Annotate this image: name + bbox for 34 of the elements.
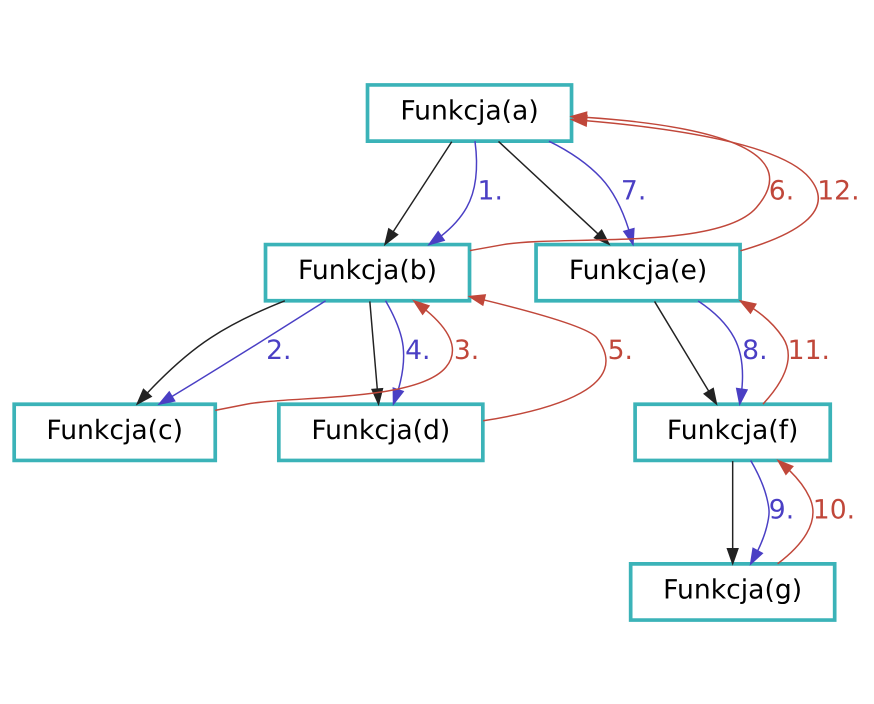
arrow <box>369 300 384 406</box>
edge-label: 2. <box>266 334 292 366</box>
arrow <box>726 460 739 566</box>
edge-label: 4. <box>405 334 430 366</box>
arrow <box>157 300 326 405</box>
edge-label: 10. <box>812 494 856 526</box>
node-box: Funkcja(d) <box>276 402 485 462</box>
arrow <box>738 299 789 404</box>
edge-label: 6. <box>768 174 794 206</box>
arrow <box>384 300 404 406</box>
node-box: Funkcja(f) <box>633 402 832 462</box>
arrow <box>215 299 454 411</box>
node-box: Funkcja(c) <box>12 402 218 462</box>
arrow <box>136 300 286 406</box>
node-box: Funkcja(g) <box>628 562 837 622</box>
arrow <box>654 300 718 406</box>
edge-label: 7. <box>620 174 646 206</box>
arrow <box>467 294 607 422</box>
arrow <box>384 140 452 246</box>
arrow <box>698 300 748 406</box>
arrow <box>750 460 770 566</box>
edge-label: 8. <box>742 334 768 366</box>
arrow <box>427 140 478 246</box>
arrow <box>776 458 814 564</box>
node-box: Funkcja(e) <box>534 242 742 302</box>
edge-label: 5. <box>608 334 634 366</box>
edge-label: 9. <box>768 494 794 526</box>
node-box: Funkcja(a) <box>366 82 574 142</box>
edge-label: 12. <box>817 174 860 206</box>
edge-label: 11. <box>788 334 830 366</box>
edge-label: 3. <box>454 334 480 366</box>
arrow <box>570 114 819 252</box>
edge-label: 1. <box>478 174 503 206</box>
node-box: Funkcja(b) <box>264 242 472 302</box>
